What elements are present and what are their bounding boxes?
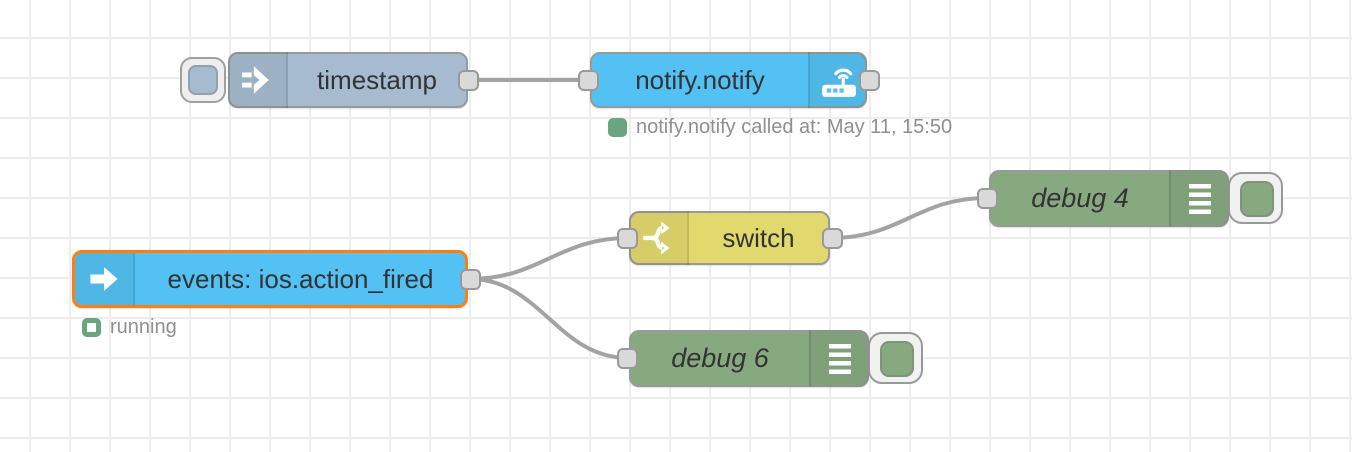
debug-list-icon: [829, 343, 851, 374]
node-events-ios-action-fired[interactable]: events: ios.action_fired running: [72, 250, 481, 338]
output-port[interactable]: [858, 69, 880, 91]
debug-enable-toggle-inner: [1240, 181, 1274, 217]
output-port[interactable]: [459, 268, 481, 290]
wire-events-switch[interactable]: [468, 236, 630, 281]
node-debug-4[interactable]: debug 4: [976, 170, 1283, 227]
debug-enable-toggle-inner: [880, 341, 914, 377]
wire-events-debug6[interactable]: [468, 277, 630, 360]
router-icon: [821, 68, 856, 97]
input-port[interactable]: [616, 227, 638, 249]
debug-enable-toggle[interactable]: [868, 332, 923, 384]
input-port[interactable]: [616, 348, 638, 369]
output-port[interactable]: [821, 227, 843, 249]
status-dot-green: [608, 118, 627, 137]
node-label: switch: [722, 222, 795, 253]
inject-trigger-button-inner: [188, 65, 218, 95]
node-status: running: [82, 316, 177, 339]
node-icon-region: [808, 52, 867, 108]
node-icon-region: [629, 211, 689, 265]
node-body[interactable]: [989, 170, 1229, 227]
node-label: debug 4: [1031, 183, 1129, 213]
node-icon-region: [75, 253, 135, 305]
node-label: events: ios.action_fired: [167, 263, 434, 294]
node-label: notify.notify: [635, 64, 765, 95]
node-inject-timestamp[interactable]: timestamp: [180, 52, 479, 108]
arrow-right-icon: [90, 267, 118, 291]
node-notify[interactable]: notify.notify notify.notify called at: M…: [577, 52, 952, 138]
node-status: notify.notify called at: May 11, 15:50: [608, 116, 952, 139]
inject-trigger-button[interactable]: [180, 57, 226, 103]
inject-arrow-icon: [242, 66, 269, 94]
node-debug-6[interactable]: debug 6: [616, 330, 923, 387]
node-label: timestamp: [317, 64, 437, 95]
debug-list-icon: [1189, 183, 1211, 214]
fork-icon: [643, 221, 670, 255]
node-icon-region: [1169, 170, 1229, 227]
wire-switch-debug4[interactable]: [829, 196, 989, 240]
status-ring-green: [82, 318, 101, 337]
debug-enable-toggle[interactable]: [1228, 172, 1283, 224]
node-icon-region: [809, 330, 869, 387]
output-port[interactable]: [457, 69, 479, 91]
node-body[interactable]: [629, 330, 869, 387]
node-label: debug 6: [671, 343, 769, 373]
node-icon-region: [228, 52, 288, 108]
input-port[interactable]: [976, 188, 998, 209]
status-text: notify.notify called at: May 11, 15:50: [636, 116, 953, 138]
node-switch[interactable]: switch: [616, 211, 843, 265]
input-port[interactable]: [577, 69, 599, 91]
status-text: running: [110, 316, 177, 338]
